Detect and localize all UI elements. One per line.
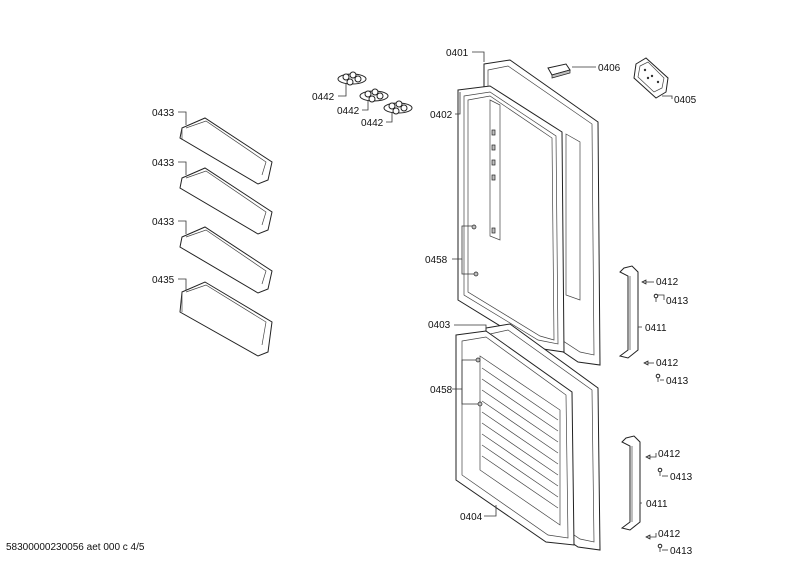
label-door-shelf-mid: 0433	[152, 158, 175, 169]
label-cap-3: 0412	[658, 449, 681, 460]
door-shelf-0433-low	[179, 226, 273, 294]
label-fridge-gasket: 0402	[430, 110, 453, 121]
cap-screw-set-2	[643, 360, 664, 382]
label-screw-2: 0413	[666, 376, 689, 387]
label-egg-tray-1: 0442	[312, 92, 335, 103]
egg-tray-1	[337, 71, 367, 86]
label-fridge-screws: 0458	[425, 255, 448, 266]
label-handle-upper: 0411	[645, 323, 667, 334]
label-handle-lower: 0411	[646, 499, 668, 510]
label-freezer-gasket: 0404	[460, 512, 483, 523]
label-cap-4: 0412	[658, 529, 681, 540]
cap-screw-set-1	[641, 279, 665, 302]
egg-tray-2	[359, 88, 389, 103]
label-cap-1: 0412	[656, 277, 679, 288]
handle-0411-upper	[618, 265, 639, 359]
label-handle-cover: 0406	[598, 63, 621, 74]
label-door-shelf-low: 0433	[152, 217, 175, 228]
label-screw-4: 0413	[670, 546, 693, 557]
handle-0411-lower	[620, 435, 641, 531]
freezer-gasket-0404	[455, 330, 575, 546]
label-freezer-screws: 0458	[430, 385, 453, 396]
label-egg-tray-3: 0442	[361, 118, 384, 129]
label-screw-1: 0413	[666, 296, 689, 307]
label-screw-3: 0413	[670, 472, 693, 483]
label-freezer-door: 0403	[428, 320, 451, 331]
fridge-gasket-0402	[457, 85, 565, 353]
label-hinge-plate: 0405	[674, 95, 697, 106]
door-shelf-0433-mid	[179, 167, 273, 235]
label-cap-2: 0412	[656, 358, 679, 369]
cap-screw-set-3	[645, 453, 668, 477]
label-egg-tray-2: 0442	[337, 106, 360, 117]
label-door-shelf-tall: 0435	[152, 275, 175, 286]
label-fridge-door: 0401	[446, 48, 469, 59]
door-shelf-0433-top	[179, 117, 273, 185]
hinge-plate-0405	[633, 57, 669, 99]
label-door-shelf-top: 0433	[152, 108, 175, 119]
handle-cover-0406	[547, 63, 571, 79]
document-id: 58300000230056 aet 000 c 4/5	[6, 542, 145, 553]
door-shelf-0435-tall	[179, 281, 273, 357]
egg-tray-3	[383, 100, 413, 115]
cap-screw-set-4	[645, 533, 668, 552]
